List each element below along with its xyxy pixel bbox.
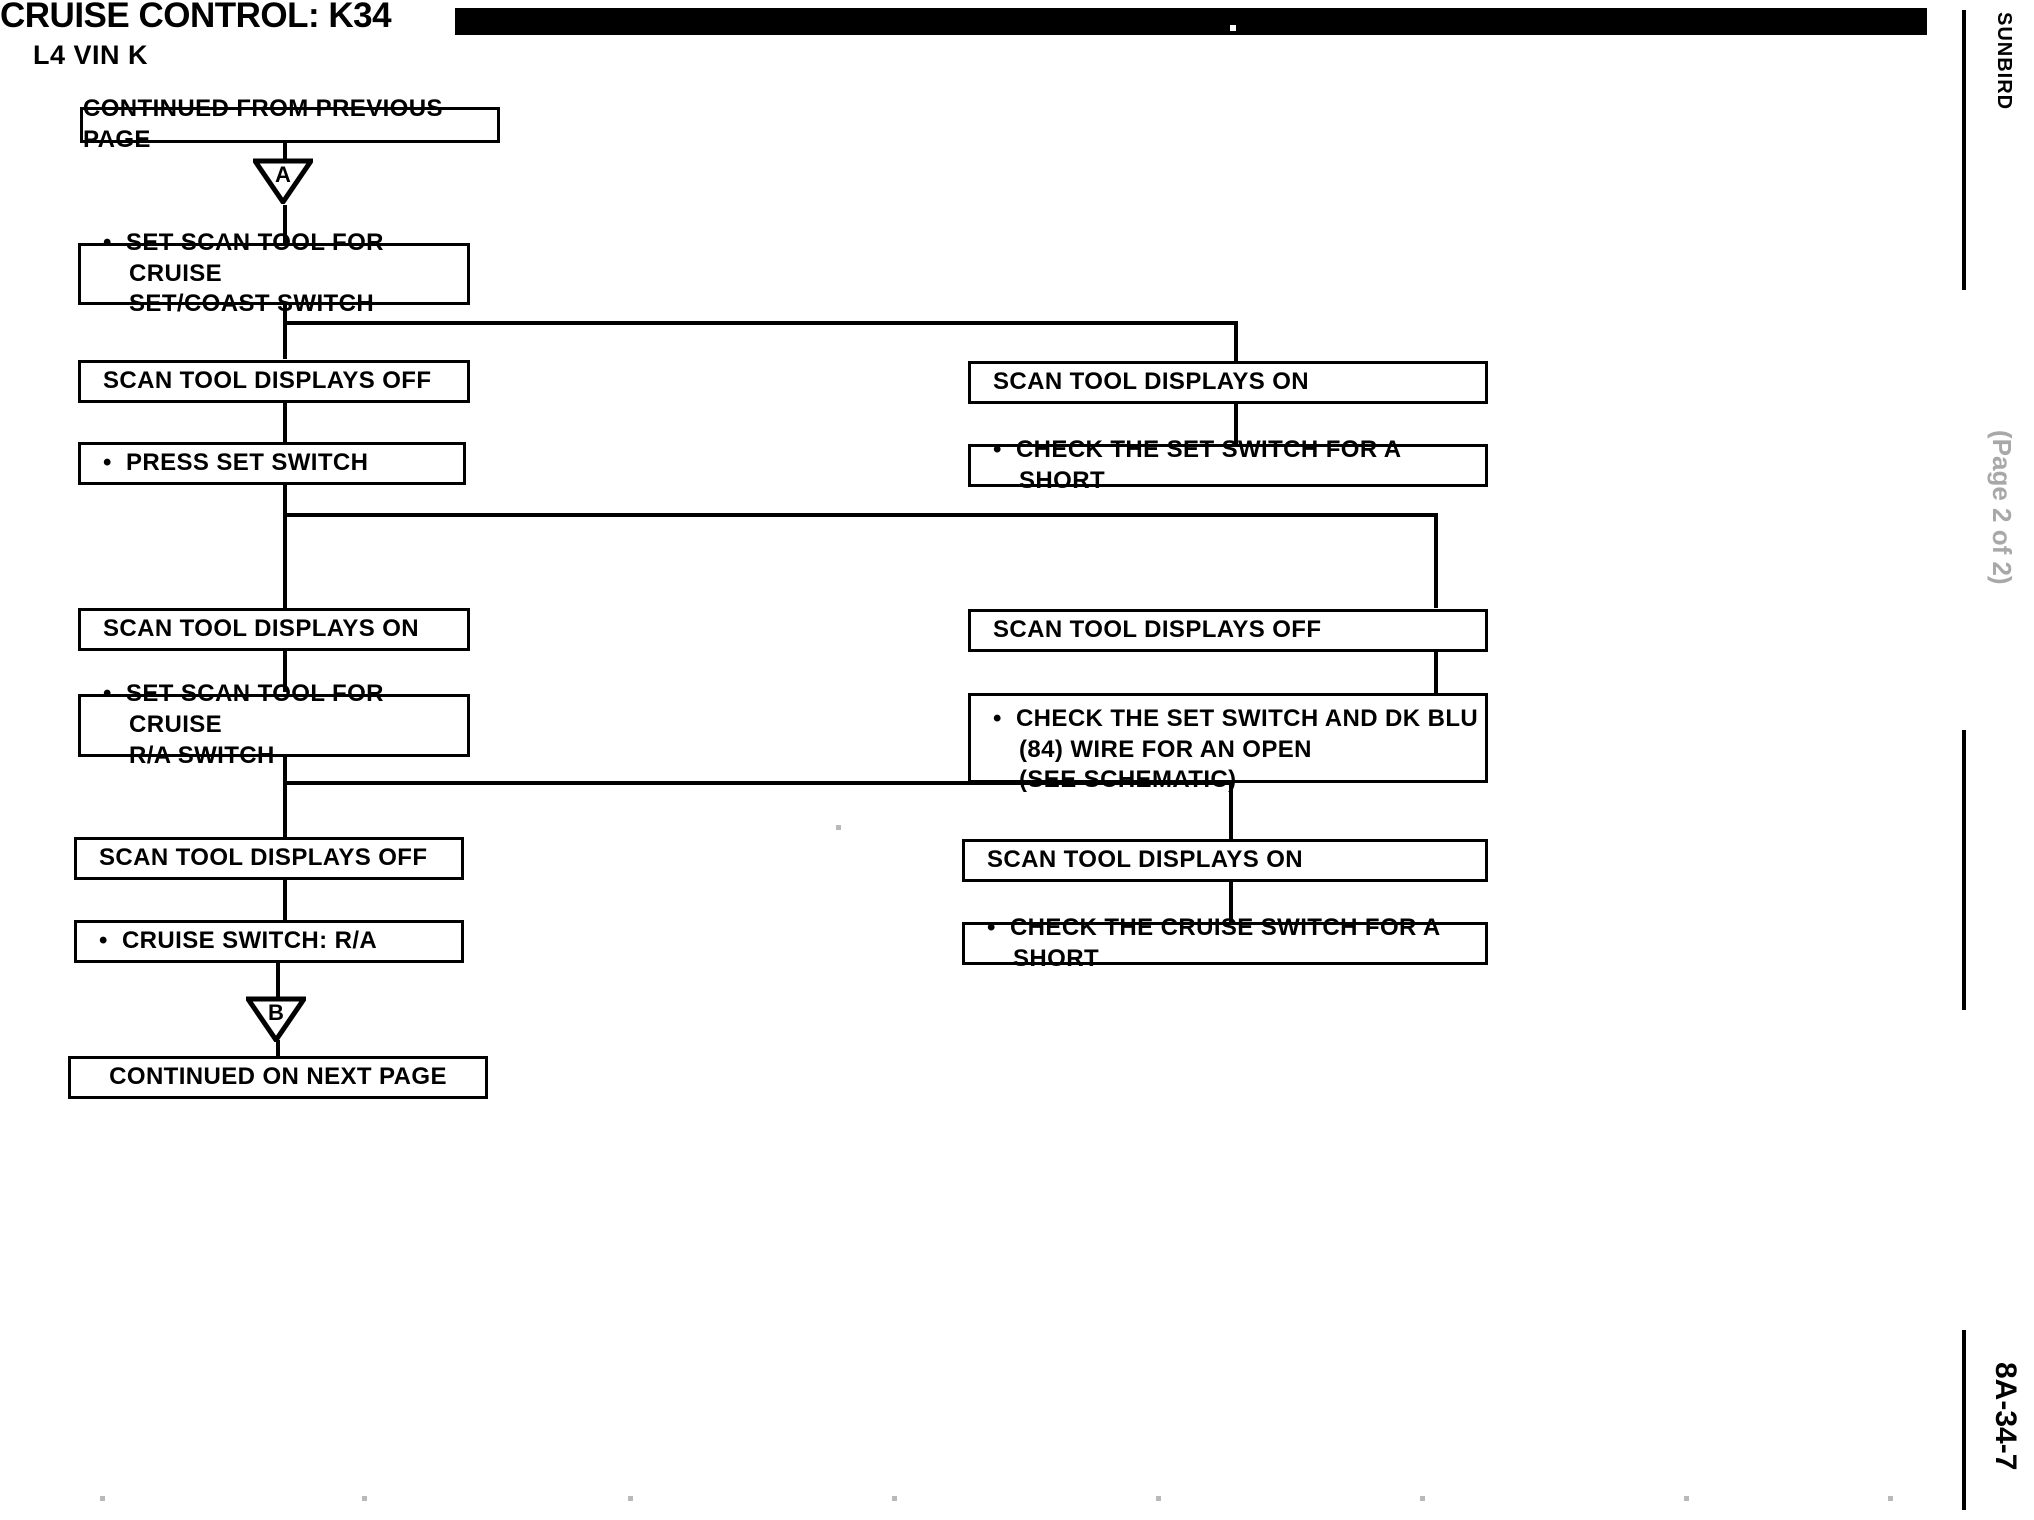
box-continued-from-previous: CONTINUED FROM PREVIOUS PAGE	[80, 95, 500, 153]
box-text: • SET SCAN TOOL FOR CRUISE SET/COAST SWI…	[103, 228, 384, 318]
margin-rule-bottom	[1962, 1330, 1966, 1510]
line-split-bar-2	[283, 513, 1438, 517]
line-ra-down	[283, 757, 287, 783]
line-on1-to-check	[1234, 403, 1238, 444]
box-text: CONTINUED FROM PREVIOUS PAGE	[83, 95, 443, 153]
connector-a: A	[253, 158, 313, 204]
box-text: • PRESS SET SWITCH	[103, 449, 369, 477]
line-split-right-3	[1229, 781, 1233, 839]
line-split-left-3	[283, 781, 287, 837]
scan-artifact	[1420, 1496, 1425, 1501]
scan-artifact	[1684, 1496, 1689, 1501]
scan-artifact	[362, 1496, 367, 1501]
line-off2-to-open	[1434, 652, 1438, 693]
line-split-bar-3	[283, 781, 1233, 785]
page-number: 8A-34-7	[1989, 1362, 2022, 1471]
connector-b-label: B	[268, 1000, 284, 1025]
box-text: SCAN TOOL DISPLAYS OFF	[99, 844, 428, 872]
line-on3-to-cruiseshort	[1229, 881, 1233, 922]
box-text: • SET SCAN TOOL FOR CRUISE R/A SWITCH	[103, 680, 384, 769]
box-displays-on-2: SCAN TOOL DISPLAYS ON	[78, 608, 470, 651]
connector-b: B	[246, 996, 306, 1042]
page-title: CRUISE CONTROL: K34	[0, 0, 392, 35]
box-displays-on-3: SCAN TOOL DISPLAYS ON	[962, 839, 1488, 882]
margin-faint-note: (Page 2 of 2)	[1987, 430, 2017, 585]
line-on2-to-ra	[283, 651, 287, 692]
box-check-set-switch-short: • CHECK THE SET SWITCH FOR A SHORT	[968, 436, 1488, 494]
line-b-to-exit	[276, 1040, 280, 1057]
scan-artifact	[1156, 1496, 1161, 1501]
box-check-cruise-switch-short: • CHECK THE CRUISE SWITCH FOR A SHORT	[962, 914, 1488, 972]
box-text: • CHECK THE SET SWITCH AND DK BLU (84) W…	[993, 705, 1479, 794]
box-cruise-switch-ra: • CRUISE SWITCH: R/A	[74, 920, 464, 963]
connector-a-label: A	[275, 162, 291, 187]
line-split-right-2	[1434, 513, 1438, 608]
box-displays-off-2: SCAN TOOL DISPLAYS OFF	[968, 609, 1488, 652]
box-displays-on-1: SCAN TOOL DISPLAYS ON	[968, 361, 1488, 404]
scan-artifact	[836, 825, 841, 830]
box-text: • CHECK THE SET SWITCH FOR A SHORT	[993, 435, 1401, 494]
line-press-down	[283, 484, 287, 515]
header-black-bar	[455, 8, 1927, 35]
scan-artifact	[100, 1496, 105, 1501]
line-entry-to-a	[283, 141, 287, 166]
box-text: SCAN TOOL DISPLAYS ON	[103, 615, 420, 643]
box-text: SCAN TOOL DISPLAYS ON	[987, 846, 1304, 874]
box-displays-off-3: SCAN TOOL DISPLAYS OFF	[74, 837, 464, 880]
margin-rule-top	[1962, 10, 1966, 290]
box-text: SCAN TOOL DISPLAYS OFF	[993, 616, 1322, 644]
engine-subtitle: L4 VIN K	[33, 40, 149, 70]
box-set-coast-switch: • SET SCAN TOOL FOR CRUISE SET/COAST SWI…	[78, 229, 470, 317]
line-split-left-1	[283, 321, 287, 359]
margin-rule-mid	[1962, 730, 1966, 1010]
box-set-ra-switch: • SET SCAN TOOL FOR CRUISE R/A SWITCH	[78, 680, 470, 769]
box-text: SCAN TOOL DISPLAYS ON	[993, 368, 1310, 396]
line-off1-to-press	[283, 401, 287, 442]
box-press-set-switch: • PRESS SET SWITCH	[78, 442, 466, 485]
line-step1-down-1	[283, 302, 287, 323]
header-bar-speck	[1230, 25, 1236, 31]
line-off3-to-cruise	[283, 879, 287, 920]
box-check-set-switch-open: • CHECK THE SET SWITCH AND DK BLU (84) W…	[968, 693, 1488, 793]
box-continued-on-next: CONTINUED ON NEXT PAGE	[68, 1056, 488, 1099]
line-cruise-to-b	[276, 961, 280, 1000]
scan-artifact	[892, 1496, 897, 1501]
line-split-left-2	[283, 513, 287, 608]
line-split-right-1	[1234, 321, 1238, 361]
box-text: SCAN TOOL DISPLAYS OFF	[103, 367, 432, 395]
line-a-to-step1	[283, 205, 287, 245]
box-text: • CRUISE SWITCH: R/A	[99, 927, 378, 955]
scan-artifact	[1888, 1496, 1893, 1501]
line-split-bar-1	[283, 321, 1238, 325]
vehicle-name-margin: SUNBIRD	[1993, 12, 2015, 111]
scan-artifact	[628, 1496, 633, 1501]
box-displays-off-1: SCAN TOOL DISPLAYS OFF	[78, 360, 470, 403]
box-text: • CHECK THE CRUISE SWITCH FOR A SHORT	[987, 913, 1440, 972]
box-text: CONTINUED ON NEXT PAGE	[109, 1063, 447, 1091]
